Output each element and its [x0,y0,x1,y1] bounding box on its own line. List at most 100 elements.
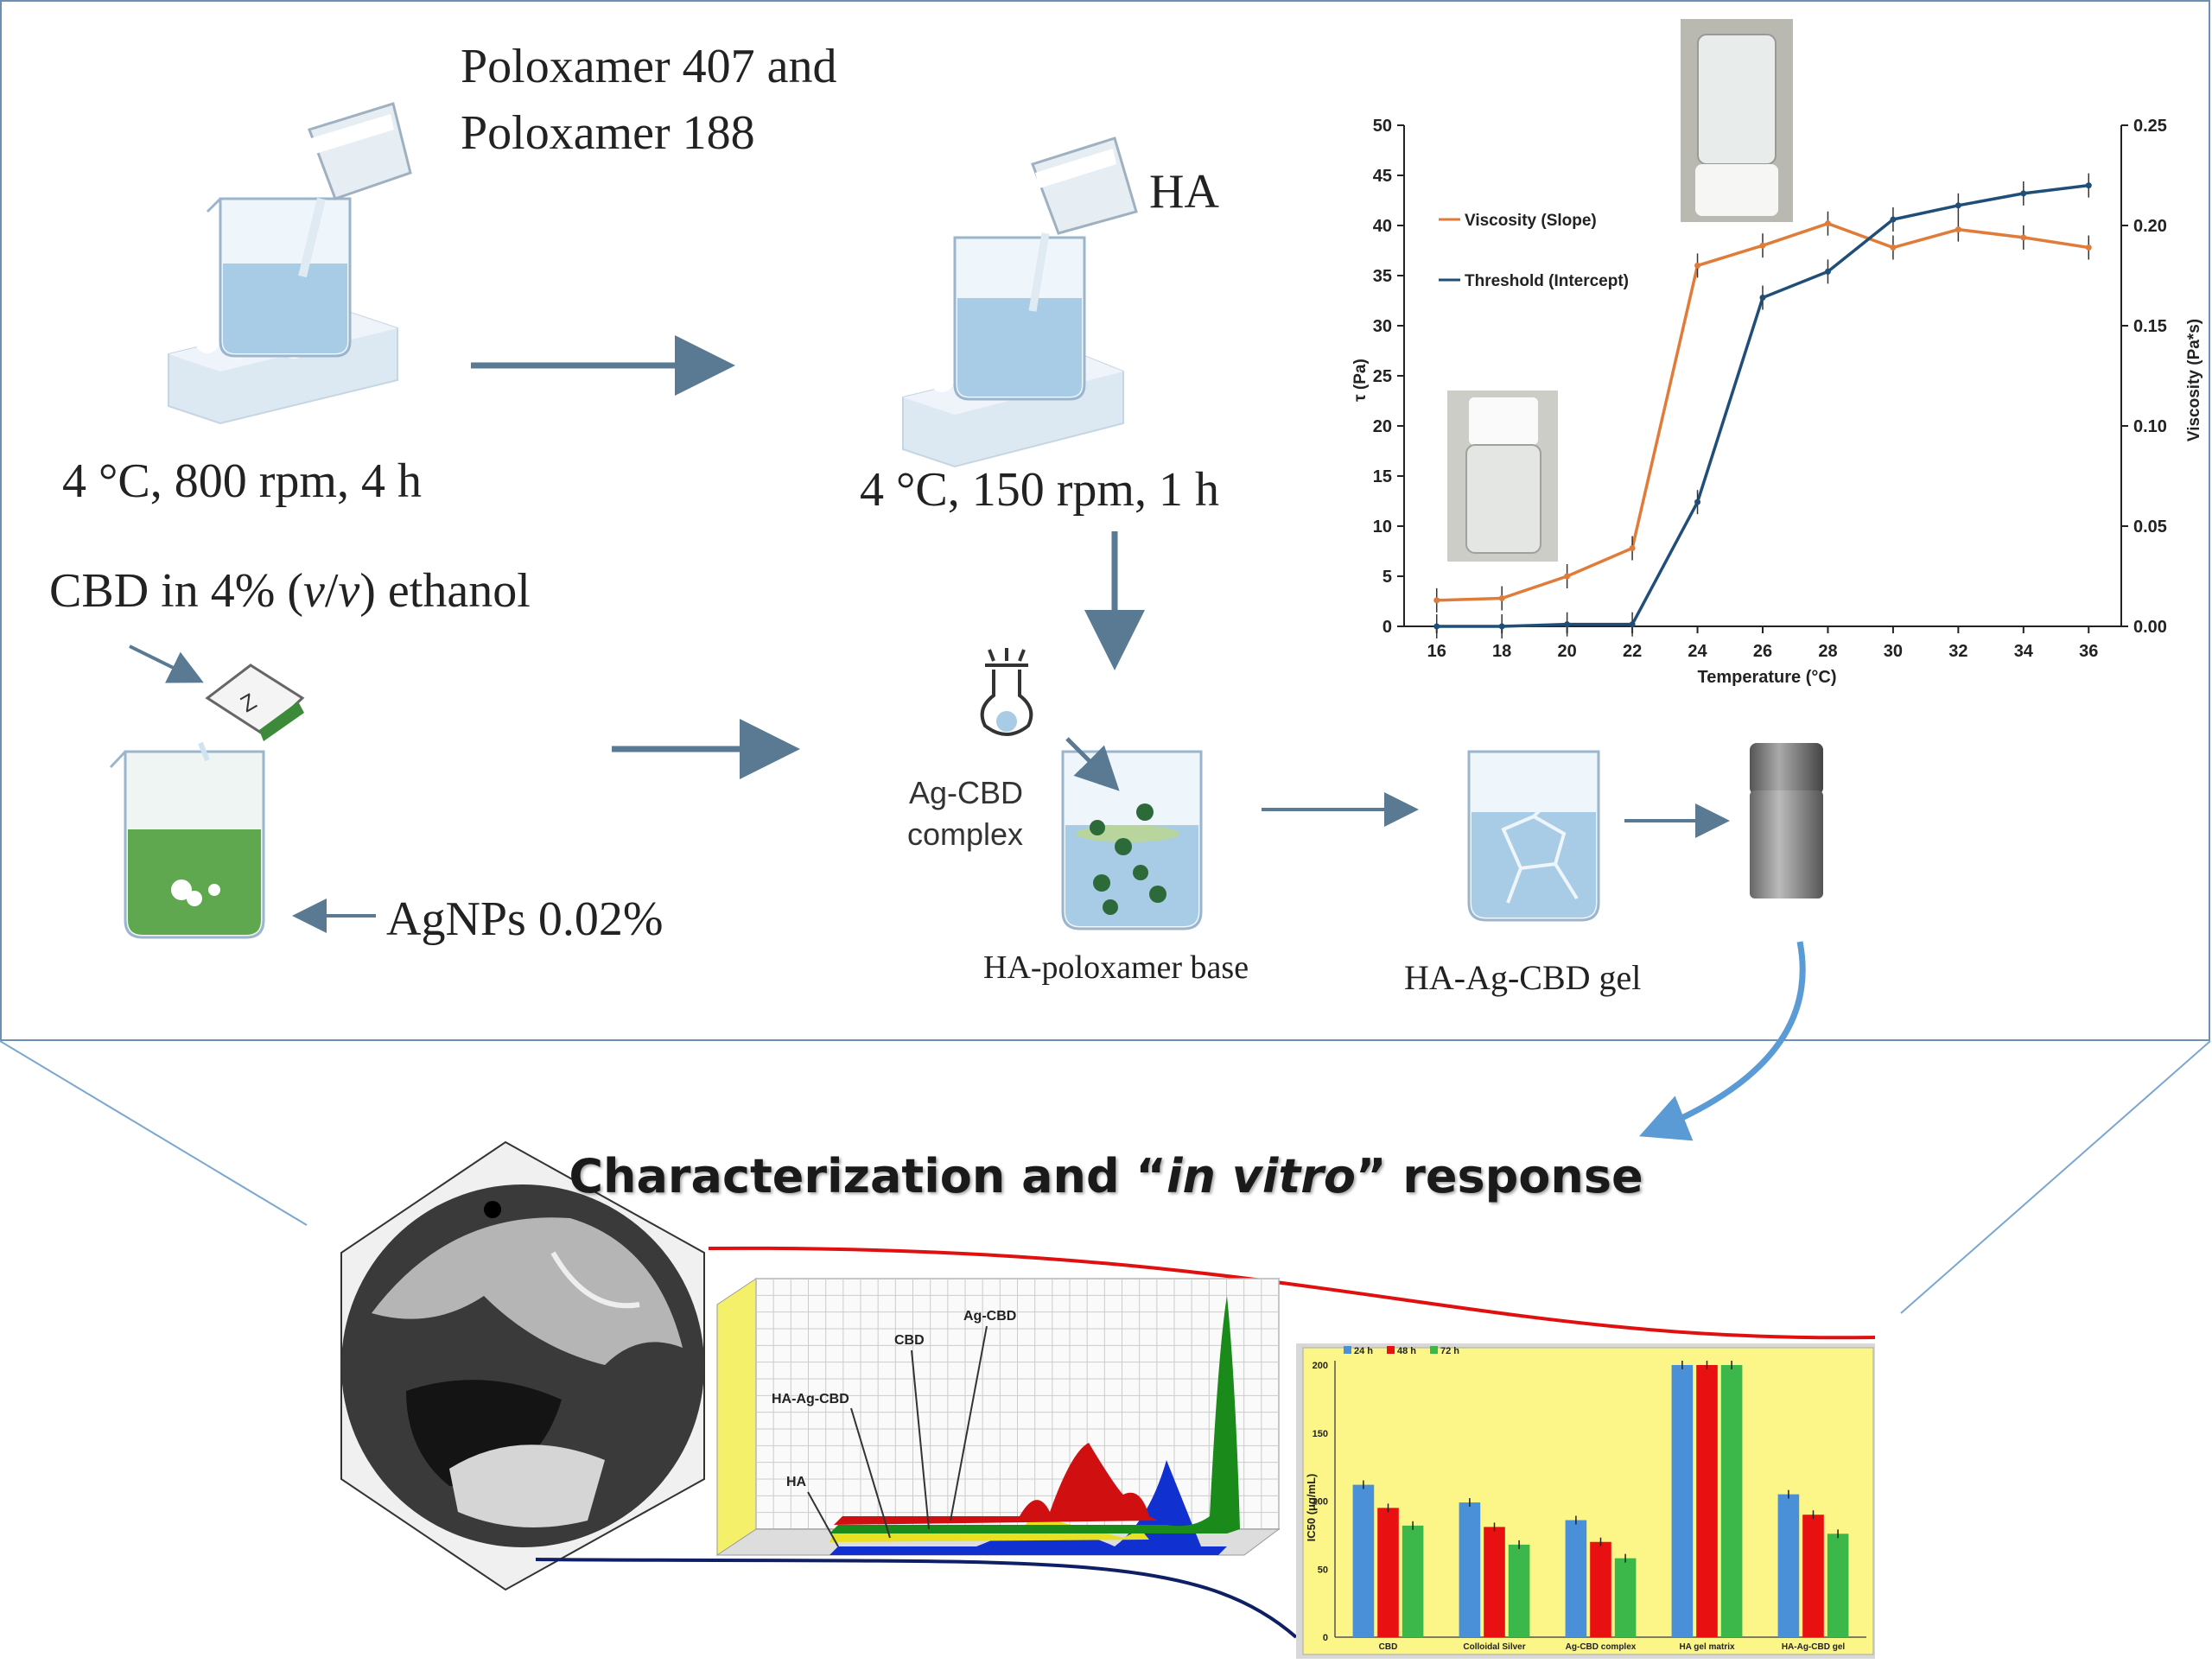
label-ag-cbd-1: Ag-CBD [909,775,1024,810]
ic50-bar [1377,1508,1399,1637]
ic50-ytick-label: 200 [1313,1361,1328,1371]
rheo-point [1824,268,1831,275]
ic50-bar [1459,1502,1481,1637]
rheo-ytick-label: 45 [1373,167,1392,186]
ic50-ylabel: IC50 (μg/mL) [1305,1474,1318,1542]
rheo-point [1759,242,1766,249]
ic50-bar [1352,1484,1375,1637]
connector-red [708,1246,1876,1340]
rheo-ytick-label: 35 [1373,267,1392,286]
rheo-point [1890,216,1897,223]
rheo-point [2085,244,2092,251]
label-agnps: AgNPs 0.02% [386,892,664,946]
rheo-point [1955,202,1961,209]
ic50-bar [1565,1520,1587,1637]
rheo-point [1955,226,1961,233]
rheo-point [2020,234,2027,241]
vial-photo-liquid [1447,391,1558,562]
gel-jar [1750,743,1823,898]
label-step2-conditions: 4 °C, 150 rpm, 1 h [860,463,1219,517]
connector-right-line [1900,1040,2211,1314]
ic50-category-label: HA-Ag-CBD gel [1782,1642,1846,1652]
beaker-ice-2 [902,236,1124,468]
flask-icon [980,648,1033,736]
ic50-bar [1484,1527,1505,1637]
spectra-chart: Ag-CBD CBD HA-Ag-CBD HA [715,1278,1281,1556]
rheo-xlabel: Temperature (°C) [1698,668,1837,687]
rheo-ytick-label: 50 [1373,117,1392,136]
sem-image [340,1140,705,1591]
rheo-point [1694,262,1701,269]
ic50-category-label: HA gel matrix [1679,1642,1735,1652]
rheo-point [1433,597,1440,604]
rheo-xtick-label: 18 [1492,642,1511,661]
ic50-ytick-label: 150 [1313,1429,1328,1439]
section-title: Characterization and “in vitro” response [569,1149,1643,1203]
rheo-y2tick-label: 0.15 [2133,317,2167,336]
ic50-legend-swatch [1344,1346,1351,1354]
ic50-bar [1508,1544,1530,1637]
rheo-point [2085,182,2092,189]
cup-poloxamer [298,102,412,278]
rheo-xtick-label: 32 [1948,642,1967,661]
ic50-category-label: Ag-CBD complex [1566,1642,1637,1652]
rheo-y2label: Viscosity (Pa*s) [2185,319,2203,441]
rheo-xtick-label: 30 [1884,642,1903,661]
rheo-point [1629,621,1636,628]
ic50-bar [1402,1525,1424,1637]
rheo-point [1498,623,1505,630]
rheo-ylabel: τ (Pa) [1351,359,1370,402]
connector-left-line [0,1040,308,1226]
rheo-ytick-label: 15 [1373,467,1392,486]
ic50-legend-label: 72 h [1440,1346,1459,1356]
ic50-bar [1827,1533,1849,1637]
ic50-bar [1696,1365,1718,1637]
arrow-characterization [1639,941,1806,1141]
ic50-bar [1720,1365,1743,1637]
spectrum-ag-cbd [834,1443,1158,1525]
label-poloxamer-1: Poloxamer 407 and [461,40,837,93]
rheo-point [1564,621,1571,628]
rheo-ytick-label: 30 [1373,317,1392,336]
rheo-ytick-label: 5 [1382,568,1392,587]
spectra-label-ha-ag-cbd: HA-Ag-CBD [772,1392,849,1406]
ic50-legend-swatch [1430,1346,1438,1354]
rheo-point [1759,295,1766,302]
rheo-point [1564,573,1571,580]
rheo-xtick-label: 26 [1753,642,1772,661]
beaker-base [1061,750,1203,930]
rheo-point [1433,623,1440,630]
rheo-ytick-label: 20 [1373,417,1392,436]
rheo-point [1694,498,1701,505]
spectra-label-ha: HA [786,1475,807,1489]
rheo-y2tick-label: 0.20 [2133,217,2167,236]
rheo-ytick-label: 0 [1382,618,1392,637]
ic50-bar [1590,1541,1611,1637]
ic50-bar [1777,1494,1800,1637]
vial-photo-gel [1681,19,1793,222]
rheo-xtick-label: 28 [1818,642,1837,661]
beaker-gel [1467,750,1600,922]
label-poloxamer-2: Poloxamer 188 [461,106,755,160]
connector-navy [535,1558,1298,1639]
label-ha: HA [1149,165,1219,219]
spectra-label-cbd: CBD [894,1333,925,1348]
rheo-point [1890,244,1897,251]
spectrum-ha-ag-cbd [830,1514,1149,1542]
ic50-category-label: CBD [1379,1642,1398,1652]
rheo-y2tick-label: 0.10 [2133,417,2167,436]
rheo-xtick-label: 36 [2079,642,2098,661]
rheo-point [1824,220,1831,227]
ic50-bar [1671,1365,1694,1637]
rheo-xtick-label: 20 [1558,642,1577,661]
rheo-point [2020,190,2027,197]
ic50-bar [1802,1514,1824,1637]
beaker-green [109,741,265,939]
ic50-ytick-label: 50 [1318,1565,1328,1575]
ic50-legend-swatch [1387,1346,1395,1354]
rheo-ytick-label: 10 [1373,518,1392,537]
arrow-complex [1065,737,1120,791]
